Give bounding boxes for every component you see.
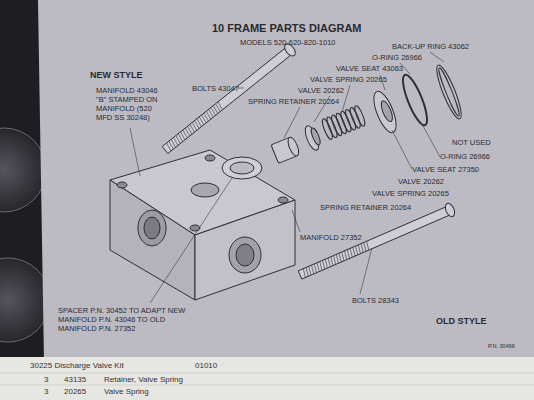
thread-stroke — [367, 241, 369, 250]
part-callout: VALVE 20262 — [398, 177, 444, 186]
manifold-block — [110, 150, 295, 300]
thread-stroke — [314, 264, 316, 273]
part-callout: MANIFOLD 27352 — [300, 233, 362, 242]
spacer-ring — [222, 157, 262, 179]
thread-stroke — [323, 260, 325, 269]
part-callout: O-RING 26966 — [372, 53, 422, 62]
thread-stroke — [364, 242, 366, 251]
bolt-shank — [298, 206, 452, 279]
thread-stroke — [317, 263, 319, 272]
thread-stroke — [358, 245, 360, 254]
strip-rule — [0, 373, 534, 374]
part-note: SPACER P.N. 30452 TO ADAPT NEW MANIFOLD … — [58, 306, 196, 333]
thread-stroke — [320, 262, 322, 271]
quantity-cell: 3 — [44, 387, 48, 396]
part-number-cell: 43135 — [64, 375, 86, 384]
thread-stroke — [218, 102, 222, 110]
kit-label-strip — [0, 357, 534, 400]
thread-stroke — [339, 253, 341, 262]
kit-name: 30225 Discharge Valve Kit — [30, 361, 124, 370]
thread-stroke — [350, 248, 352, 257]
part-number-cell: 20265 — [64, 387, 86, 396]
thread-stroke — [345, 251, 347, 260]
thread-stroke — [347, 250, 349, 259]
thread-stroke — [306, 267, 308, 276]
diagram-title: 10 FRAME PARTS DIAGRAM — [212, 22, 362, 34]
part-callout: VALVE SEAT 43063 — [336, 64, 403, 73]
part-callout: SPRING RETAINER 20264 — [320, 203, 411, 212]
part-callout: O-RING 26966 — [440, 152, 490, 161]
part-note: MANIFOLD 43046 "B" STAMPED ON MANIFOLD (… — [96, 86, 158, 122]
part-callout: SPRING RETAINER 20264 — [248, 97, 339, 106]
leader-lines — [130, 52, 444, 303]
thread-stroke — [325, 259, 327, 268]
quantity-cell: 3 — [44, 375, 48, 384]
part-callout: VALVE SEAT 27350 — [412, 165, 479, 174]
part-callout: VALVE SPRING 20265 — [310, 75, 387, 84]
thread-stroke — [303, 269, 305, 278]
thread-stroke — [331, 257, 333, 266]
thread-stroke — [356, 246, 358, 255]
thread-stroke — [312, 265, 314, 274]
paper-sheet — [38, 0, 534, 361]
part-callout: VALVE SPRING 20265 — [372, 189, 449, 198]
sheet-number: P.N. 30466 — [488, 343, 515, 350]
strip-rule — [0, 385, 534, 386]
description-cell: Valve Spring — [104, 387, 149, 396]
thread-stroke — [328, 258, 330, 267]
part-note: NOT USED — [452, 138, 491, 147]
part-callout: BOLTS 43047 — [192, 84, 239, 93]
thread-stroke — [309, 266, 311, 275]
valve-parts — [271, 63, 465, 164]
spring-coil — [353, 105, 367, 128]
part-callout: BOLTS 28343 — [352, 296, 399, 305]
description-cell: Retainer, Valve Spring — [104, 375, 183, 384]
thread-stroke — [334, 256, 336, 265]
model-list: MODELS 520-620-820-1010 — [240, 38, 335, 47]
thread-stroke — [336, 254, 338, 263]
part-callout: BACK-UP RING 43062 — [392, 42, 469, 51]
bolt-figures — [162, 42, 456, 279]
style-heading: NEW STYLE — [90, 70, 143, 81]
bolt-end — [444, 202, 457, 218]
thread-stroke — [353, 247, 355, 256]
thread-stroke — [361, 244, 363, 253]
style-heading: OLD STYLE — [436, 316, 487, 327]
kit-number: 01010 — [195, 361, 217, 370]
lens-object — [0, 128, 46, 212]
thread-stroke — [342, 252, 344, 261]
part-callout: VALVE 20262 — [298, 86, 344, 95]
